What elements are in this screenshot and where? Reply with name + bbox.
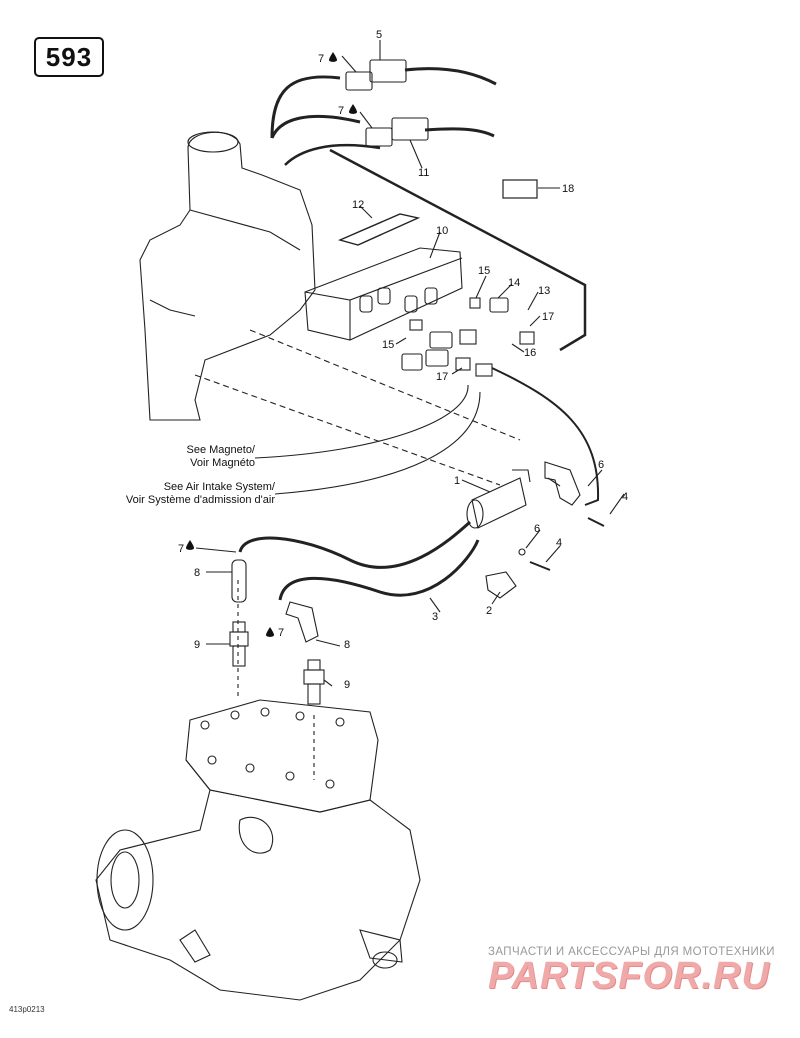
high-tension-wire-3 — [278, 539, 480, 601]
electrical-module-10 — [304, 247, 463, 341]
page-number-box: 593 — [34, 37, 104, 77]
watermark-tagline: ЗАПЧАСТИ И АКСЕССУАРЫ ДЛЯ МОТОТЕХНИКИ — [488, 946, 775, 958]
callout-7: 7 — [278, 627, 284, 639]
watermark-logo: PARTSFOR.RU — [488, 955, 770, 997]
callout-15: 15 — [478, 265, 490, 277]
dashed-guide — [194, 374, 501, 486]
callout-5: 5 — [376, 29, 382, 41]
callout-11: 12 — [352, 199, 364, 211]
page-number: 593 — [45, 41, 93, 72]
magneto-reference: See Magneto/ Voir Magnéto — [100, 444, 256, 470]
callout-8: 8 — [194, 567, 200, 579]
oil-tank — [139, 131, 316, 421]
nut-2 — [485, 571, 517, 599]
engine-assembly — [95, 699, 421, 1001]
callout-13: 13 — [538, 285, 550, 297]
ignition-coil-1 — [471, 477, 527, 529]
callout-2: 2 — [486, 605, 492, 617]
screw-4 — [587, 517, 605, 527]
callout-10: 10 — [436, 225, 448, 237]
callout-3: 3 — [432, 611, 438, 623]
oil-drop-icon — [266, 627, 274, 637]
callout-1: 1 — [454, 475, 460, 487]
harness-wire — [329, 148, 587, 352]
oil-drop-icon — [329, 52, 337, 62]
air-intake-reference-fr: Voir Système d'admission d'air — [125, 494, 275, 506]
air-intake-reference: See Air Intake System/ Voir Système d'ad… — [40, 481, 275, 507]
harness-wire — [270, 67, 497, 139]
callout-14: 14 — [508, 277, 520, 289]
oil-tank-cap — [187, 131, 239, 153]
spark-plug-cap-8 — [231, 559, 247, 603]
callout-12: 11 — [418, 167, 429, 179]
drawing-code: 413p0213 — [9, 1005, 45, 1014]
callout-15: 15 — [382, 339, 394, 351]
oil-drop-icon — [349, 104, 357, 114]
bracket-6 — [544, 461, 581, 506]
magneto-reference-en: See Magneto/ — [186, 444, 256, 456]
spark-plug-cap-8 — [285, 601, 319, 643]
callout-9: 9 — [194, 639, 200, 651]
harness-wire — [270, 114, 495, 139]
part-18-box — [502, 179, 538, 199]
wire-to-air-intake — [274, 391, 481, 495]
magneto-reference-fr: Voir Magnéto — [190, 457, 255, 469]
callout-18: 18 — [562, 183, 574, 195]
air-intake-reference-en: See Air Intake System/ — [163, 481, 275, 493]
spark-plug-9 — [229, 621, 249, 667]
connector-5 — [369, 59, 407, 83]
callout-7: 7 — [318, 53, 324, 65]
connector-12 — [391, 117, 429, 141]
callout-4: 4 — [622, 491, 628, 503]
callout-17: 17 — [542, 311, 554, 323]
coil-wire — [491, 367, 600, 506]
callout-7: 7 — [178, 543, 184, 555]
dashed-guide — [249, 329, 521, 441]
callout-7: 7 — [338, 105, 344, 117]
wire-to-magneto — [254, 384, 469, 459]
callout-17: 17 — [436, 371, 448, 383]
high-tension-wire-3 — [238, 520, 472, 569]
callout-6: 6 — [598, 459, 604, 471]
callout-8: 8 — [344, 639, 350, 651]
callout-9: 9 — [344, 679, 350, 691]
callout-16: 16 — [524, 347, 536, 359]
callout-4: 4 — [556, 537, 562, 549]
label-sticker-11 — [337, 213, 421, 246]
screw-4 — [529, 561, 551, 571]
oil-drop-icon — [186, 540, 194, 550]
harness-wire — [284, 143, 381, 166]
spark-plug-9 — [303, 659, 325, 705]
callout-6: 6 — [534, 523, 540, 535]
washer-6 — [518, 548, 526, 556]
